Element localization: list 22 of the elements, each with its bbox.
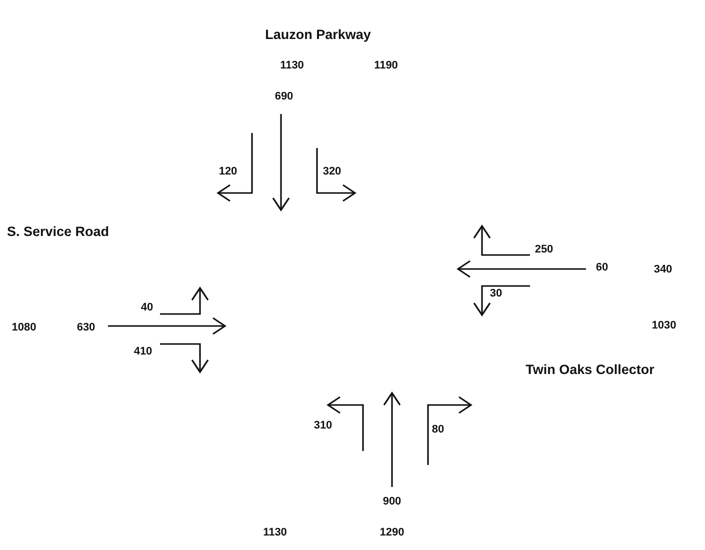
volume-label: 250 bbox=[534, 244, 554, 256]
road-name: S. Service Road bbox=[6, 224, 110, 240]
volume-label: 120 bbox=[218, 166, 238, 178]
road-name: Lauzon Parkway bbox=[265, 27, 371, 43]
road-name: Twin Oaks Collector bbox=[526, 362, 654, 378]
volume-label: 30 bbox=[490, 288, 502, 300]
volume-label: 410 bbox=[134, 346, 152, 358]
volume-label: 60 bbox=[596, 262, 608, 274]
volume-label: 1130 bbox=[280, 60, 304, 72]
volume-label: 340 bbox=[654, 264, 672, 276]
volume-label: 900 bbox=[382, 496, 402, 508]
volume-label: 1080 bbox=[12, 322, 36, 334]
volume-label: 80 bbox=[432, 424, 444, 436]
volume-label: 40 bbox=[140, 302, 154, 314]
volume-label: 310 bbox=[314, 420, 332, 432]
volume-label: 320 bbox=[322, 166, 342, 178]
volume-label: 690 bbox=[274, 90, 294, 104]
volume-label: 1030 bbox=[652, 320, 676, 332]
volume-label: 1190 bbox=[374, 60, 398, 72]
volume-label: 1130 bbox=[263, 526, 287, 540]
volume-label: 1290 bbox=[380, 526, 404, 540]
volume-label: 630 bbox=[76, 322, 96, 334]
